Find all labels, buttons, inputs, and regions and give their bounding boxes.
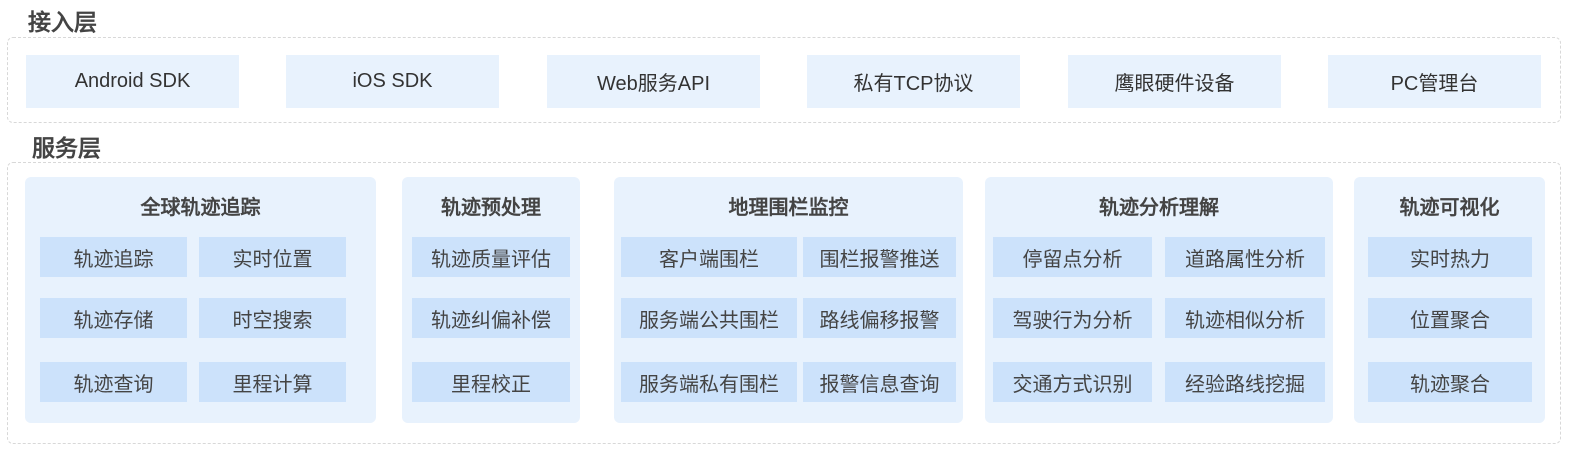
access-item: Web服务API	[547, 55, 760, 108]
service-group-title: 轨迹预处理	[441, 197, 541, 219]
service-group-title: 轨迹可视化	[1399, 197, 1500, 219]
service-item: 轨迹质量评估	[412, 237, 570, 277]
service-item: 轨迹聚合	[1368, 362, 1532, 402]
access-layer-frame	[7, 37, 1561, 123]
service-item: 时空搜索	[199, 298, 346, 338]
service-item: 围栏报警推送	[803, 237, 956, 277]
service-item: 停留点分析	[993, 237, 1152, 277]
service-group: 地理围栏监控客户端围栏围栏报警推送服务端公共围栏路线偏移报警服务端私有围栏报警信…	[614, 177, 963, 423]
service-item: 实时位置	[199, 237, 346, 277]
service-item: 道路属性分析	[1165, 237, 1325, 277]
service-group: 全球轨迹追踪轨迹追踪实时位置轨迹存储时空搜索轨迹查询里程计算	[25, 177, 376, 423]
access-layer-title: 接入层	[22, 8, 103, 36]
access-item: 私有TCP协议	[807, 55, 1020, 108]
service-item: 轨迹追踪	[40, 237, 187, 277]
access-item: iOS SDK	[286, 55, 499, 108]
service-item: 轨迹存储	[40, 298, 187, 338]
service-item: 服务端私有围栏	[621, 362, 797, 402]
service-group: 轨迹可视化实时热力位置聚合轨迹聚合	[1354, 177, 1545, 423]
service-layer-frame	[7, 162, 1561, 444]
service-item: 客户端围栏	[621, 237, 797, 277]
service-item: 服务端公共围栏	[621, 298, 797, 338]
service-group-title: 全球轨迹追踪	[140, 197, 261, 219]
service-item: 驾驶行为分析	[993, 298, 1152, 338]
service-item: 里程校正	[412, 362, 570, 402]
access-item: Android SDK	[26, 55, 239, 108]
service-group: 轨迹分析理解停留点分析道路属性分析驾驶行为分析轨迹相似分析交通方式识别经验路线挖…	[985, 177, 1333, 423]
service-group-title: 轨迹分析理解	[1099, 197, 1219, 219]
service-item: 经验路线挖掘	[1165, 362, 1325, 402]
service-item: 路线偏移报警	[803, 298, 956, 338]
service-item: 位置聚合	[1368, 298, 1532, 338]
service-item: 里程计算	[199, 362, 346, 402]
service-item: 轨迹纠偏补偿	[412, 298, 570, 338]
service-item: 轨迹查询	[40, 362, 187, 402]
access-item: 鹰眼硬件设备	[1068, 55, 1281, 108]
service-group-title: 地理围栏监控	[728, 197, 849, 219]
access-item: PC管理台	[1328, 55, 1541, 108]
service-item: 报警信息查询	[803, 362, 956, 402]
service-item: 实时热力	[1368, 237, 1532, 277]
service-item: 轨迹相似分析	[1165, 298, 1325, 338]
service-item: 交通方式识别	[993, 362, 1152, 402]
service-layer-title: 服务层	[26, 134, 107, 162]
service-group: 轨迹预处理轨迹质量评估轨迹纠偏补偿里程校正	[402, 177, 580, 423]
